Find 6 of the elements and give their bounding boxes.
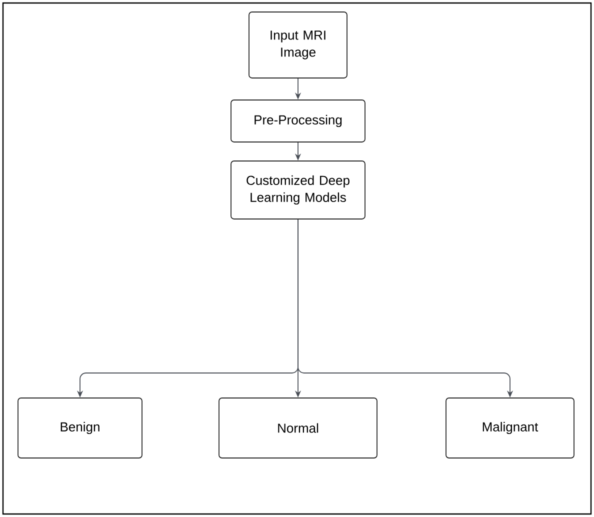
process-box: Customized Deep Learning Models [230, 160, 366, 220]
process-box: Input MRI Image [248, 12, 348, 78]
process-box: Malignant [446, 398, 574, 458]
process-box: Pre-Processing [230, 100, 366, 142]
process-box: Normal [218, 398, 378, 458]
process-box: Benign [18, 398, 142, 458]
